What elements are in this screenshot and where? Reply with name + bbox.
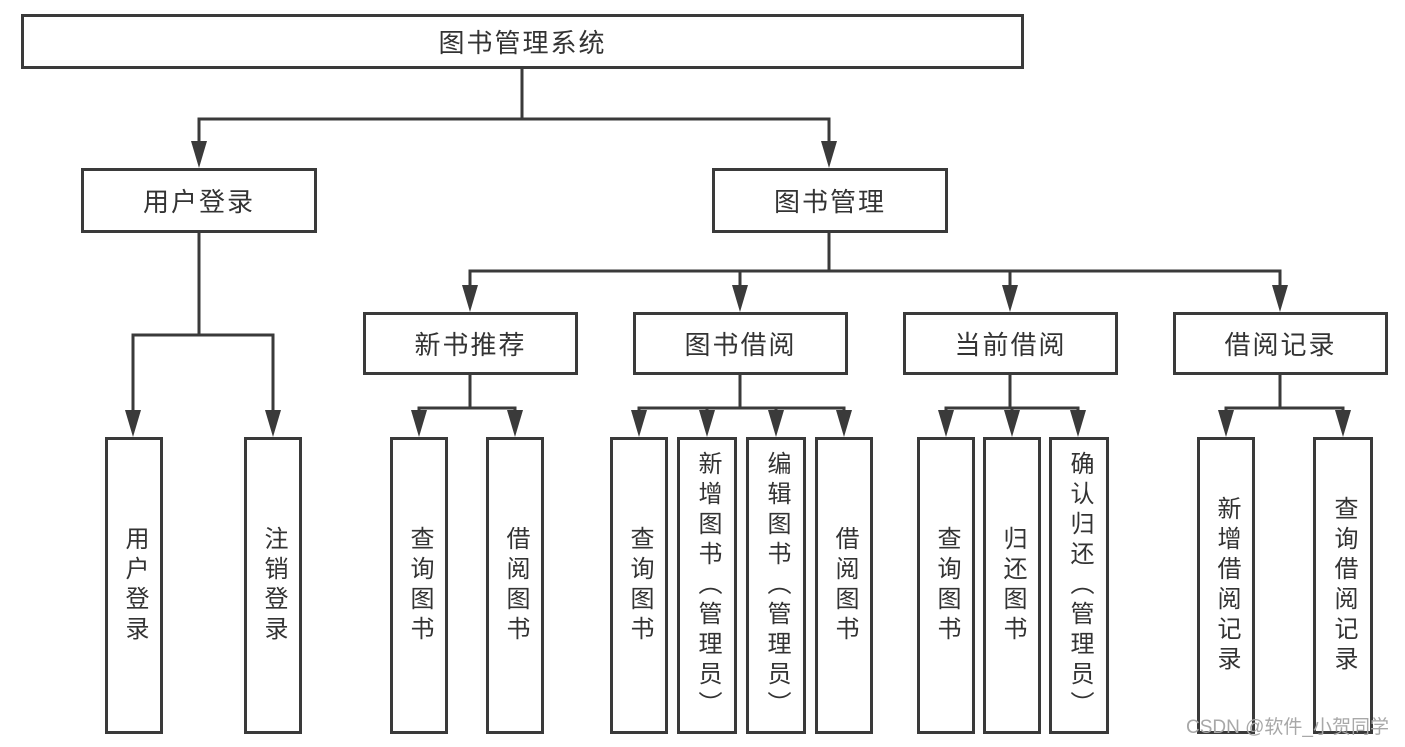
node-label: 查询借阅记录 (1330, 495, 1357, 676)
leaf-logout: 注销登录 (244, 437, 302, 734)
node-user-login: 用户登录 (81, 168, 317, 233)
node-label: 借阅图书 (831, 525, 858, 646)
leaf-query-books-recommend: 查询图书 (390, 437, 448, 734)
connector-new-book-recommend (411, 373, 523, 437)
node-label: 新增借阅记录 (1213, 495, 1240, 676)
node-label: 图书借阅 (684, 330, 797, 360)
leaf-borrow-books: 借阅图书 (815, 437, 873, 734)
leaf-add-book-admin: 新增图书（管理员） (677, 437, 737, 734)
node-label: 新增图书（管理员） (694, 450, 721, 721)
node-label: 查询图书 (406, 525, 433, 646)
node-label: 借阅记录 (1224, 330, 1337, 360)
leaf-user-login: 用户登录 (105, 437, 163, 734)
node-label: 查询图书 (933, 525, 960, 646)
node-label: 新书推荐 (414, 330, 527, 360)
connector-book-borrow (631, 373, 852, 437)
node-label: 当前借阅 (954, 330, 1067, 360)
csdn-watermark: CSDN @软件_小贺同学 (1186, 717, 1389, 738)
leaf-return-book: 归还图书 (983, 437, 1041, 734)
node-label: 确认归还（管理员） (1066, 450, 1093, 721)
node-label: 归还图书 (999, 525, 1026, 646)
node-new-book-recommend: 新书推荐 (363, 312, 578, 375)
node-book-borrow: 图书借阅 (633, 312, 848, 375)
leaf-borrow-books-recommend: 借阅图书 (486, 437, 544, 734)
node-library-management-system: 图书管理系统 (21, 14, 1024, 69)
leaf-confirm-return-admin: 确认归还（管理员） (1049, 437, 1109, 734)
leaf-add-borrow-record: 新增借阅记录 (1197, 437, 1255, 734)
node-label: 用户登录 (121, 525, 148, 646)
node-label: 图书管理 (773, 187, 886, 217)
connector-root (191, 67, 837, 168)
connector-borrow-records (1218, 373, 1351, 437)
node-label: 图书管理系统 (438, 28, 607, 58)
leaf-query-books-current: 查询图书 (917, 437, 975, 734)
leaf-query-borrow-record: 查询借阅记录 (1313, 437, 1373, 734)
connector-user-login (125, 231, 281, 437)
node-book-management: 图书管理 (712, 168, 948, 233)
leaf-edit-book-admin: 编辑图书（管理员） (746, 437, 806, 734)
connector-current-borrow (938, 373, 1086, 437)
node-current-borrow: 当前借阅 (903, 312, 1118, 375)
node-borrow-records: 借阅记录 (1173, 312, 1388, 375)
node-label: 借阅图书 (502, 525, 529, 646)
node-label: 编辑图书（管理员） (763, 450, 790, 721)
connector-book-management (462, 231, 1288, 312)
node-label: 查询图书 (626, 525, 653, 646)
node-label: 用户登录 (142, 187, 255, 217)
leaf-query-books-borrow: 查询图书 (610, 437, 668, 734)
node-label: 注销登录 (260, 525, 287, 646)
